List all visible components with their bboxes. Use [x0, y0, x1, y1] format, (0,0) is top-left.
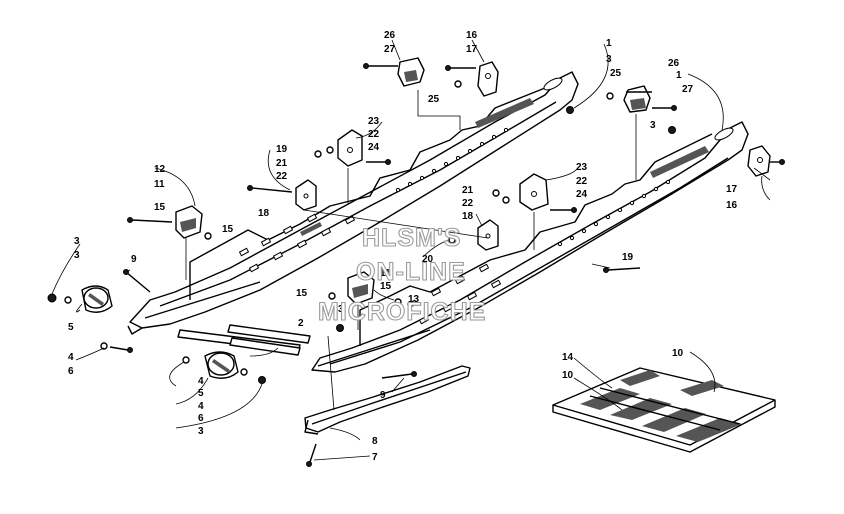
- callout-23: 23: [368, 116, 380, 127]
- track-section: [552, 367, 776, 453]
- callout-24: 24: [368, 142, 380, 153]
- callout-4: 3: [74, 250, 80, 261]
- callout-3: 3: [74, 236, 80, 247]
- watermark: HLSM'S ON-LINE MICROFICHE: [317, 223, 486, 326]
- callout-6: 6: [198, 413, 204, 424]
- callout-25: 25: [610, 68, 622, 79]
- callout-20: 20: [422, 254, 434, 265]
- callout-6: 6: [68, 366, 74, 377]
- callout-27: 27: [384, 44, 396, 55]
- callout-15: 15: [154, 202, 166, 213]
- callout-12: 10: [562, 370, 574, 381]
- cross-shafts: [177, 324, 311, 356]
- right-slide-rail: [311, 121, 749, 373]
- callout-19: 19: [276, 144, 288, 155]
- callout-9: 9: [380, 390, 386, 401]
- fasteners: [47, 63, 785, 467]
- watermark-line-2: ON-LINE: [356, 258, 466, 286]
- callout-11: 12: [154, 164, 166, 175]
- guide-lines: [185, 90, 637, 411]
- callout-27: 27: [682, 84, 694, 95]
- bracket-17-right: [747, 145, 771, 177]
- callout-7: 7: [372, 452, 378, 463]
- callout-15: 15: [222, 224, 234, 235]
- callout-16: 16: [726, 200, 738, 211]
- bracket-18-lower: [477, 219, 499, 251]
- callout-4: 4: [198, 376, 204, 387]
- idler-wheel-bottom: [204, 351, 239, 379]
- callout-3: 3: [650, 120, 656, 131]
- callout-22: 22: [576, 176, 588, 187]
- callout-1: 1: [676, 70, 682, 81]
- callout-22: 22: [276, 171, 288, 182]
- callout-24: 24: [576, 189, 588, 200]
- bracket-17-top: [477, 61, 499, 97]
- callout-3: 3: [606, 54, 612, 65]
- callout-26: 26: [384, 30, 396, 41]
- callout-4: 4: [198, 401, 204, 412]
- wear-strip: [304, 365, 471, 435]
- callout-8: 8: [372, 436, 378, 447]
- callout-13: 10: [672, 348, 684, 359]
- callout-26: 26: [668, 58, 680, 69]
- watermark-line-1: HLSM'S: [362, 224, 461, 252]
- idler-wheel-left: [81, 285, 113, 313]
- bracket-26-left: [397, 57, 425, 87]
- callout-21: 21: [276, 158, 288, 169]
- callout-22: 22: [462, 198, 474, 209]
- callout-5: 5: [198, 388, 204, 399]
- callout-18: 18: [462, 211, 474, 222]
- callout-3: 3: [198, 426, 204, 437]
- callout-10: 11: [380, 268, 391, 279]
- bracket-23-lower: [519, 173, 549, 211]
- callout-11: 13: [408, 294, 420, 305]
- callout-5: 5: [68, 322, 74, 333]
- bracket-26-right: [623, 85, 651, 113]
- callout-23: 23: [576, 162, 588, 173]
- bracket-10-right: [347, 271, 375, 305]
- callout-2: 2: [298, 318, 304, 329]
- callout-3: 3: [338, 304, 344, 315]
- left-rail-holes: [238, 127, 509, 273]
- callout-15: 15: [380, 281, 392, 292]
- callout-leaders: [51, 39, 771, 461]
- right-rail-holes: [406, 179, 671, 325]
- callout-10: 11: [154, 179, 165, 190]
- callout-19: 19: [622, 252, 634, 263]
- callout-1: 1: [606, 38, 612, 49]
- bracket-10-left: [175, 205, 203, 239]
- callout-15: 15: [296, 288, 308, 299]
- callout-18: 18: [258, 208, 270, 219]
- callout-21: 21: [462, 185, 474, 196]
- left-slide-rail: [127, 71, 579, 335]
- callout-16: 16: [466, 30, 478, 41]
- callout-17: 17: [726, 184, 738, 195]
- callout-9: 9: [131, 254, 137, 265]
- watermark-line-3: MICROFICHE: [318, 298, 486, 326]
- bracket-23-upper: [337, 129, 363, 167]
- callout-14: 14: [562, 352, 574, 363]
- callout-4: 4: [68, 352, 74, 363]
- callout-17: 17: [466, 44, 478, 55]
- callout-22: 22: [368, 129, 380, 140]
- bracket-18-upper: [295, 179, 317, 211]
- callout-numbers: 26 27 16 17 1 3 25 25 26 1 27 3 23 22 24…: [68, 30, 738, 463]
- callout-25: 25: [428, 94, 440, 105]
